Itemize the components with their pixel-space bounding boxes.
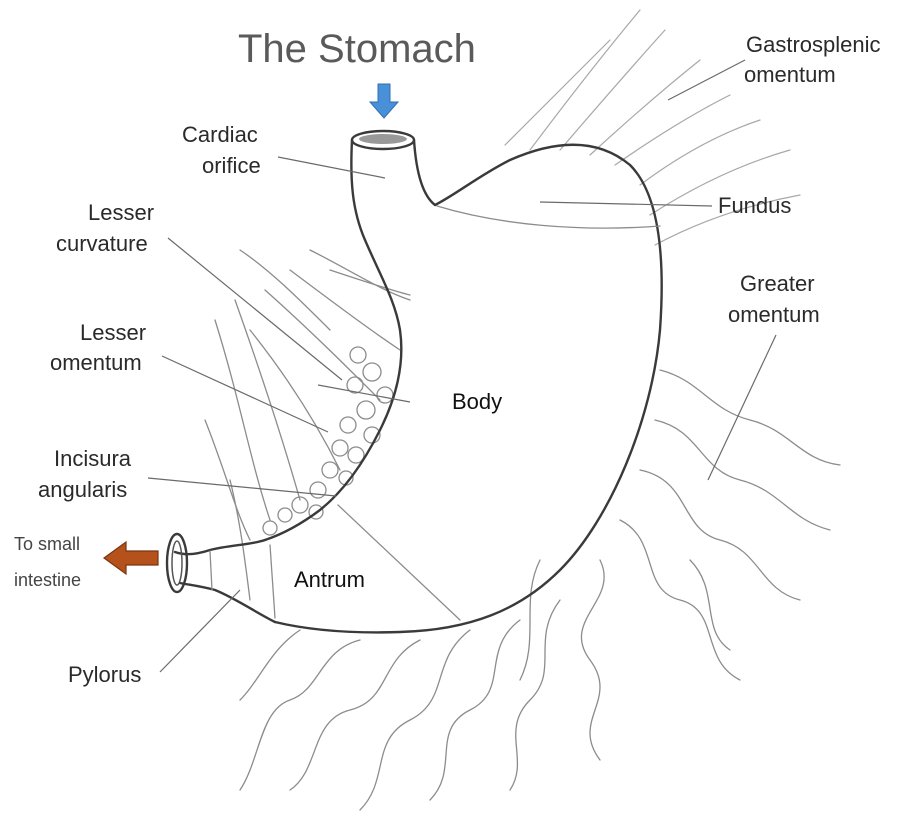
lesser-curvature-label-line1: Lesser [88, 200, 154, 225]
cardiac-label-line1: Cardiac [182, 122, 258, 147]
to-small-intestine-line1: To small [14, 534, 80, 554]
lesser-omentum-strands [205, 250, 410, 600]
labels: Gastrosplenic omentum Cardiac orifice Fu… [14, 32, 881, 687]
leader-lines [148, 60, 776, 672]
gastrosplenic-label-line2: omentum [744, 62, 836, 87]
to-small-intestine-line2: intestine [14, 570, 81, 590]
greater-omentum-label-line2: omentum [728, 302, 820, 327]
lesser-omentum-label-line1: Lesser [80, 320, 146, 345]
diagram-title: The Stomach [238, 27, 476, 71]
greater-omentum-label-line1: Greater [740, 271, 815, 296]
antrum-label: Antrum [294, 567, 365, 592]
incisura-label-line2: angularis [38, 477, 127, 502]
lesser-omentum-label-line2: omentum [50, 350, 142, 375]
left-arrow-icon [104, 542, 158, 574]
fundus-label: Fundus [718, 193, 791, 218]
gastrosplenic-label-line1: Gastrosplenic [746, 32, 881, 57]
stomach-outline [167, 131, 662, 632]
pylorus-label: Pylorus [68, 662, 141, 687]
down-arrow-icon [370, 84, 398, 118]
cardiac-label-line2: orifice [202, 153, 261, 178]
incisura-label-line1: Incisura [54, 446, 132, 471]
lesser-curvature-label-line2: curvature [56, 231, 148, 256]
body-label: Body [452, 389, 502, 414]
